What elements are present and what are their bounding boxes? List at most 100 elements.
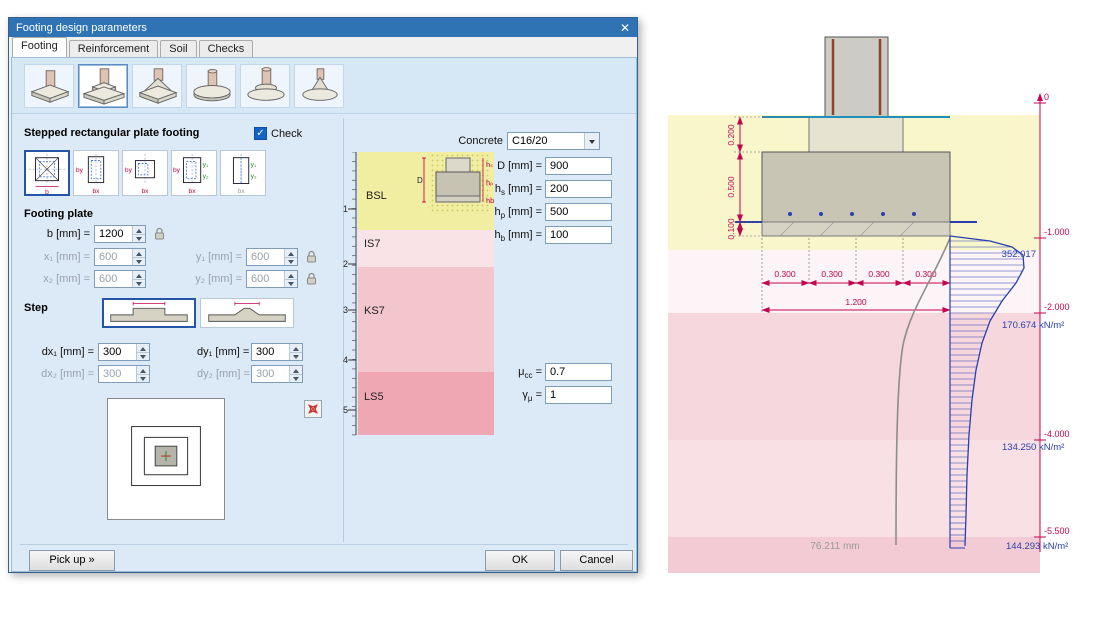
ruler-mark: 2 [343,259,348,269]
dy1-input[interactable]: 300 [251,343,303,361]
ruler-mark: 1 [343,204,348,214]
concrete-value: C16/20 [512,135,548,147]
tab-footing[interactable]: Footing [12,37,67,57]
hs-input[interactable]: 200 [545,180,612,198]
check-checkbox[interactable]: ✓ [254,127,267,140]
cancel-button[interactable]: Cancel [560,550,633,571]
double-chevron-icon: » [88,554,95,566]
dx1-spin-up[interactable] [136,344,149,353]
dx2-spin-down [136,374,149,382]
x1-spin-up [132,249,145,258]
depth-ruler: 1 2 3 4 5 [343,152,357,436]
footing-type-circular-sloped[interactable] [294,64,344,108]
config-symmetric-button[interactable]: b [24,150,70,196]
svg-text:1.200: 1.200 [845,297,867,307]
plan-view-icon [131,426,201,487]
x2-value: 600 [99,273,118,285]
x2-spin-up [132,271,145,280]
y2-label: y₂ [mm] = [195,273,242,285]
b-spin-down[interactable] [132,234,145,242]
circular-sloped-footing-icon [302,68,338,101]
x1-input: 600 [94,248,146,266]
dx2-value: 300 [103,368,122,380]
tab-reinforcement[interactable]: Reinforcement [68,40,159,57]
svg-text:0.300: 0.300 [774,269,796,279]
svg-text:0: 0 [1044,92,1049,102]
svg-text:bx: bx [141,188,149,195]
y2-spin-down [284,279,297,287]
layer-label-ks7: KS7 [364,305,385,317]
sketch-hp-label: hₚ [486,178,493,187]
step-shape-sloped-button[interactable] [200,298,294,328]
depth-scale: 0 -1.000 -2.000 -4.000 -5.500 [1034,92,1070,552]
hb-input[interactable]: 100 [545,226,612,244]
dx1-value: 300 [103,346,122,358]
gamma-mu-input[interactable]: 1 [545,386,612,404]
config-xy12-button[interactable]: by bx y₁ y₂ [171,150,217,196]
dy2-spin-down [289,374,302,382]
D-input[interactable]: 900 [545,157,612,175]
dx1-input[interactable]: 300 [98,343,150,361]
config-by-bx-offset-button[interactable]: by bx [122,150,168,196]
layer-label-is7: IS7 [364,238,381,250]
step-shape-stepped-button[interactable] [102,298,196,328]
ruler-mark: 4 [343,355,348,365]
footing-plate-title: Footing plate [24,208,94,220]
check-label: Check [271,128,303,140]
tab-soil[interactable]: Soil [160,40,197,57]
pick-up-button[interactable]: Pick up » [29,550,115,571]
dy1-spin-down[interactable] [289,352,302,360]
y1-lock-icon [307,250,316,263]
plan-symmetric-b-icon: b [28,153,66,196]
y1-spin-up [284,249,297,258]
dy1-label: dy₁ [mm] = [197,346,250,358]
footing-type-circular-pad[interactable] [186,64,236,108]
zoom-fit-button[interactable] [304,400,322,418]
dropdown-arrow-icon[interactable] [584,133,599,149]
D-label: D [mm] = [497,160,542,172]
y1-value: 600 [251,251,270,263]
circular-stepped-footing-icon [247,67,285,101]
column-section [824,36,889,118]
x2-input: 600 [94,270,146,288]
footing-type-sloped[interactable] [132,64,182,108]
settlement-curve [895,237,951,546]
b-spin-up[interactable] [132,226,145,235]
footing-type-stepped[interactable] [78,64,128,108]
fit-arrows-icon [308,404,318,414]
config-y1-y2-button[interactable]: bx y₁ y₂ [220,150,266,196]
concrete-select[interactable]: C16/20 [507,132,600,150]
b-lock-icon [155,227,164,240]
stress-value-3: 144.293 kN/m² [1006,541,1068,552]
x1-label: x₁ [mm] = [43,251,90,263]
section-title: Stepped rectangular plate footing [24,127,200,139]
svg-text:0.300: 0.300 [915,269,937,279]
dialog-titlebar: Footing design parameters ✕ [9,18,637,37]
close-icon[interactable]: ✕ [619,20,630,35]
stress-value-top: 352.017 [1002,249,1036,260]
stepped-profile-icon [110,301,188,322]
tab-checks[interactable]: Checks [198,40,254,57]
config-by-bx-button[interactable]: by bx [73,150,119,196]
soil-layer-is7 [358,230,494,267]
y1-label: y₁ [mm] = [195,251,242,263]
dx2-label: dx₂ [mm] = [41,368,94,380]
stress-value-1: 170.674 kN/m² [1002,320,1064,331]
dy2-label: dy₂ [mm] = [197,368,250,380]
mu-cc-input[interactable]: 0.7 [545,363,612,381]
dx1-spin-down[interactable] [136,352,149,360]
result-drawing: 0.200 0.500 0.100 0.300 0.300 0.300 0.30… [668,36,1070,573]
svg-text:bx: bx [92,188,100,195]
dy1-spin-up[interactable] [289,344,302,353]
svg-text:-5.500: -5.500 [1044,526,1070,536]
hp-input[interactable]: 500 [545,203,612,221]
footing-type-circular-stepped[interactable] [240,64,290,108]
footing-type-pad[interactable] [24,64,74,108]
svg-text:b: b [45,189,49,195]
b-input[interactable]: 1200 [94,225,146,243]
svg-text:y₂: y₂ [203,173,209,180]
plan-by-bx-offset-icon: by bx [125,153,156,195]
ok-button[interactable]: OK [485,550,555,571]
dy2-value: 300 [256,368,275,380]
